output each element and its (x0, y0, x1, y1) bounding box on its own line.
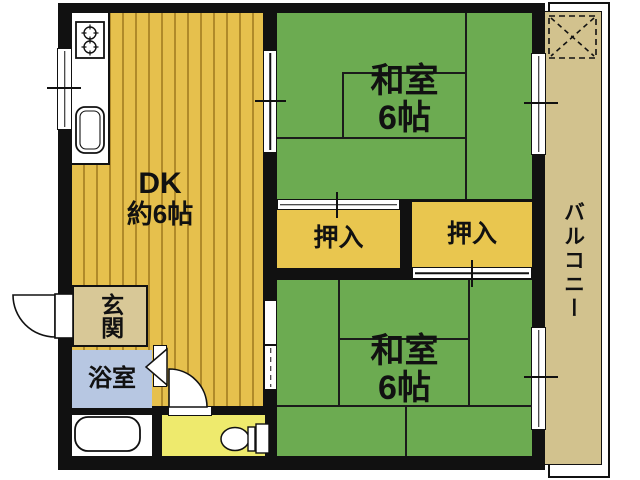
sliding-door-dk-bottom-a (264, 300, 277, 345)
tatami-line (338, 338, 468, 340)
toilet-door-icon (168, 368, 208, 408)
sliding-door-dk-top-tick (255, 100, 286, 102)
window-left-tick (47, 87, 81, 89)
sink-icon (75, 106, 105, 154)
sliding-door-dk-bottom-b (264, 345, 277, 390)
window-balcony-bottom-tick (524, 376, 558, 378)
tatami-line (277, 137, 465, 139)
tatami-line (465, 13, 467, 199)
closet-door-left-tick (336, 192, 338, 218)
tatami-line (342, 72, 465, 74)
stove-icon (75, 21, 105, 59)
ac-slot-icon (548, 15, 597, 59)
closet-sliding-door-left (277, 199, 400, 210)
window-balcony-top-tick (524, 102, 558, 104)
sliding-window-balcony-top (531, 53, 546, 155)
washitsu-top-floor (277, 13, 532, 199)
tatami-line (405, 405, 407, 456)
tatami-line (468, 280, 470, 405)
closet-left-floor (277, 210, 400, 268)
balcony-floor (544, 11, 602, 465)
tatami-line (342, 72, 344, 137)
genkan-floor (72, 285, 148, 347)
toilet-icon (220, 423, 270, 454)
tatami-line (277, 405, 532, 407)
bathtub-icon (74, 416, 141, 452)
bathroom-door-icon (144, 347, 168, 387)
entrance-door-icon (12, 293, 74, 339)
tatami-line (338, 280, 340, 405)
closet-door-right-tick (471, 260, 473, 287)
closet-right-floor (412, 202, 532, 267)
bathroom-floor (72, 350, 152, 408)
washitsu-bottom-floor (277, 280, 532, 456)
sliding-window-left (57, 48, 72, 130)
sliding-window-balcony-bottom (531, 327, 546, 430)
